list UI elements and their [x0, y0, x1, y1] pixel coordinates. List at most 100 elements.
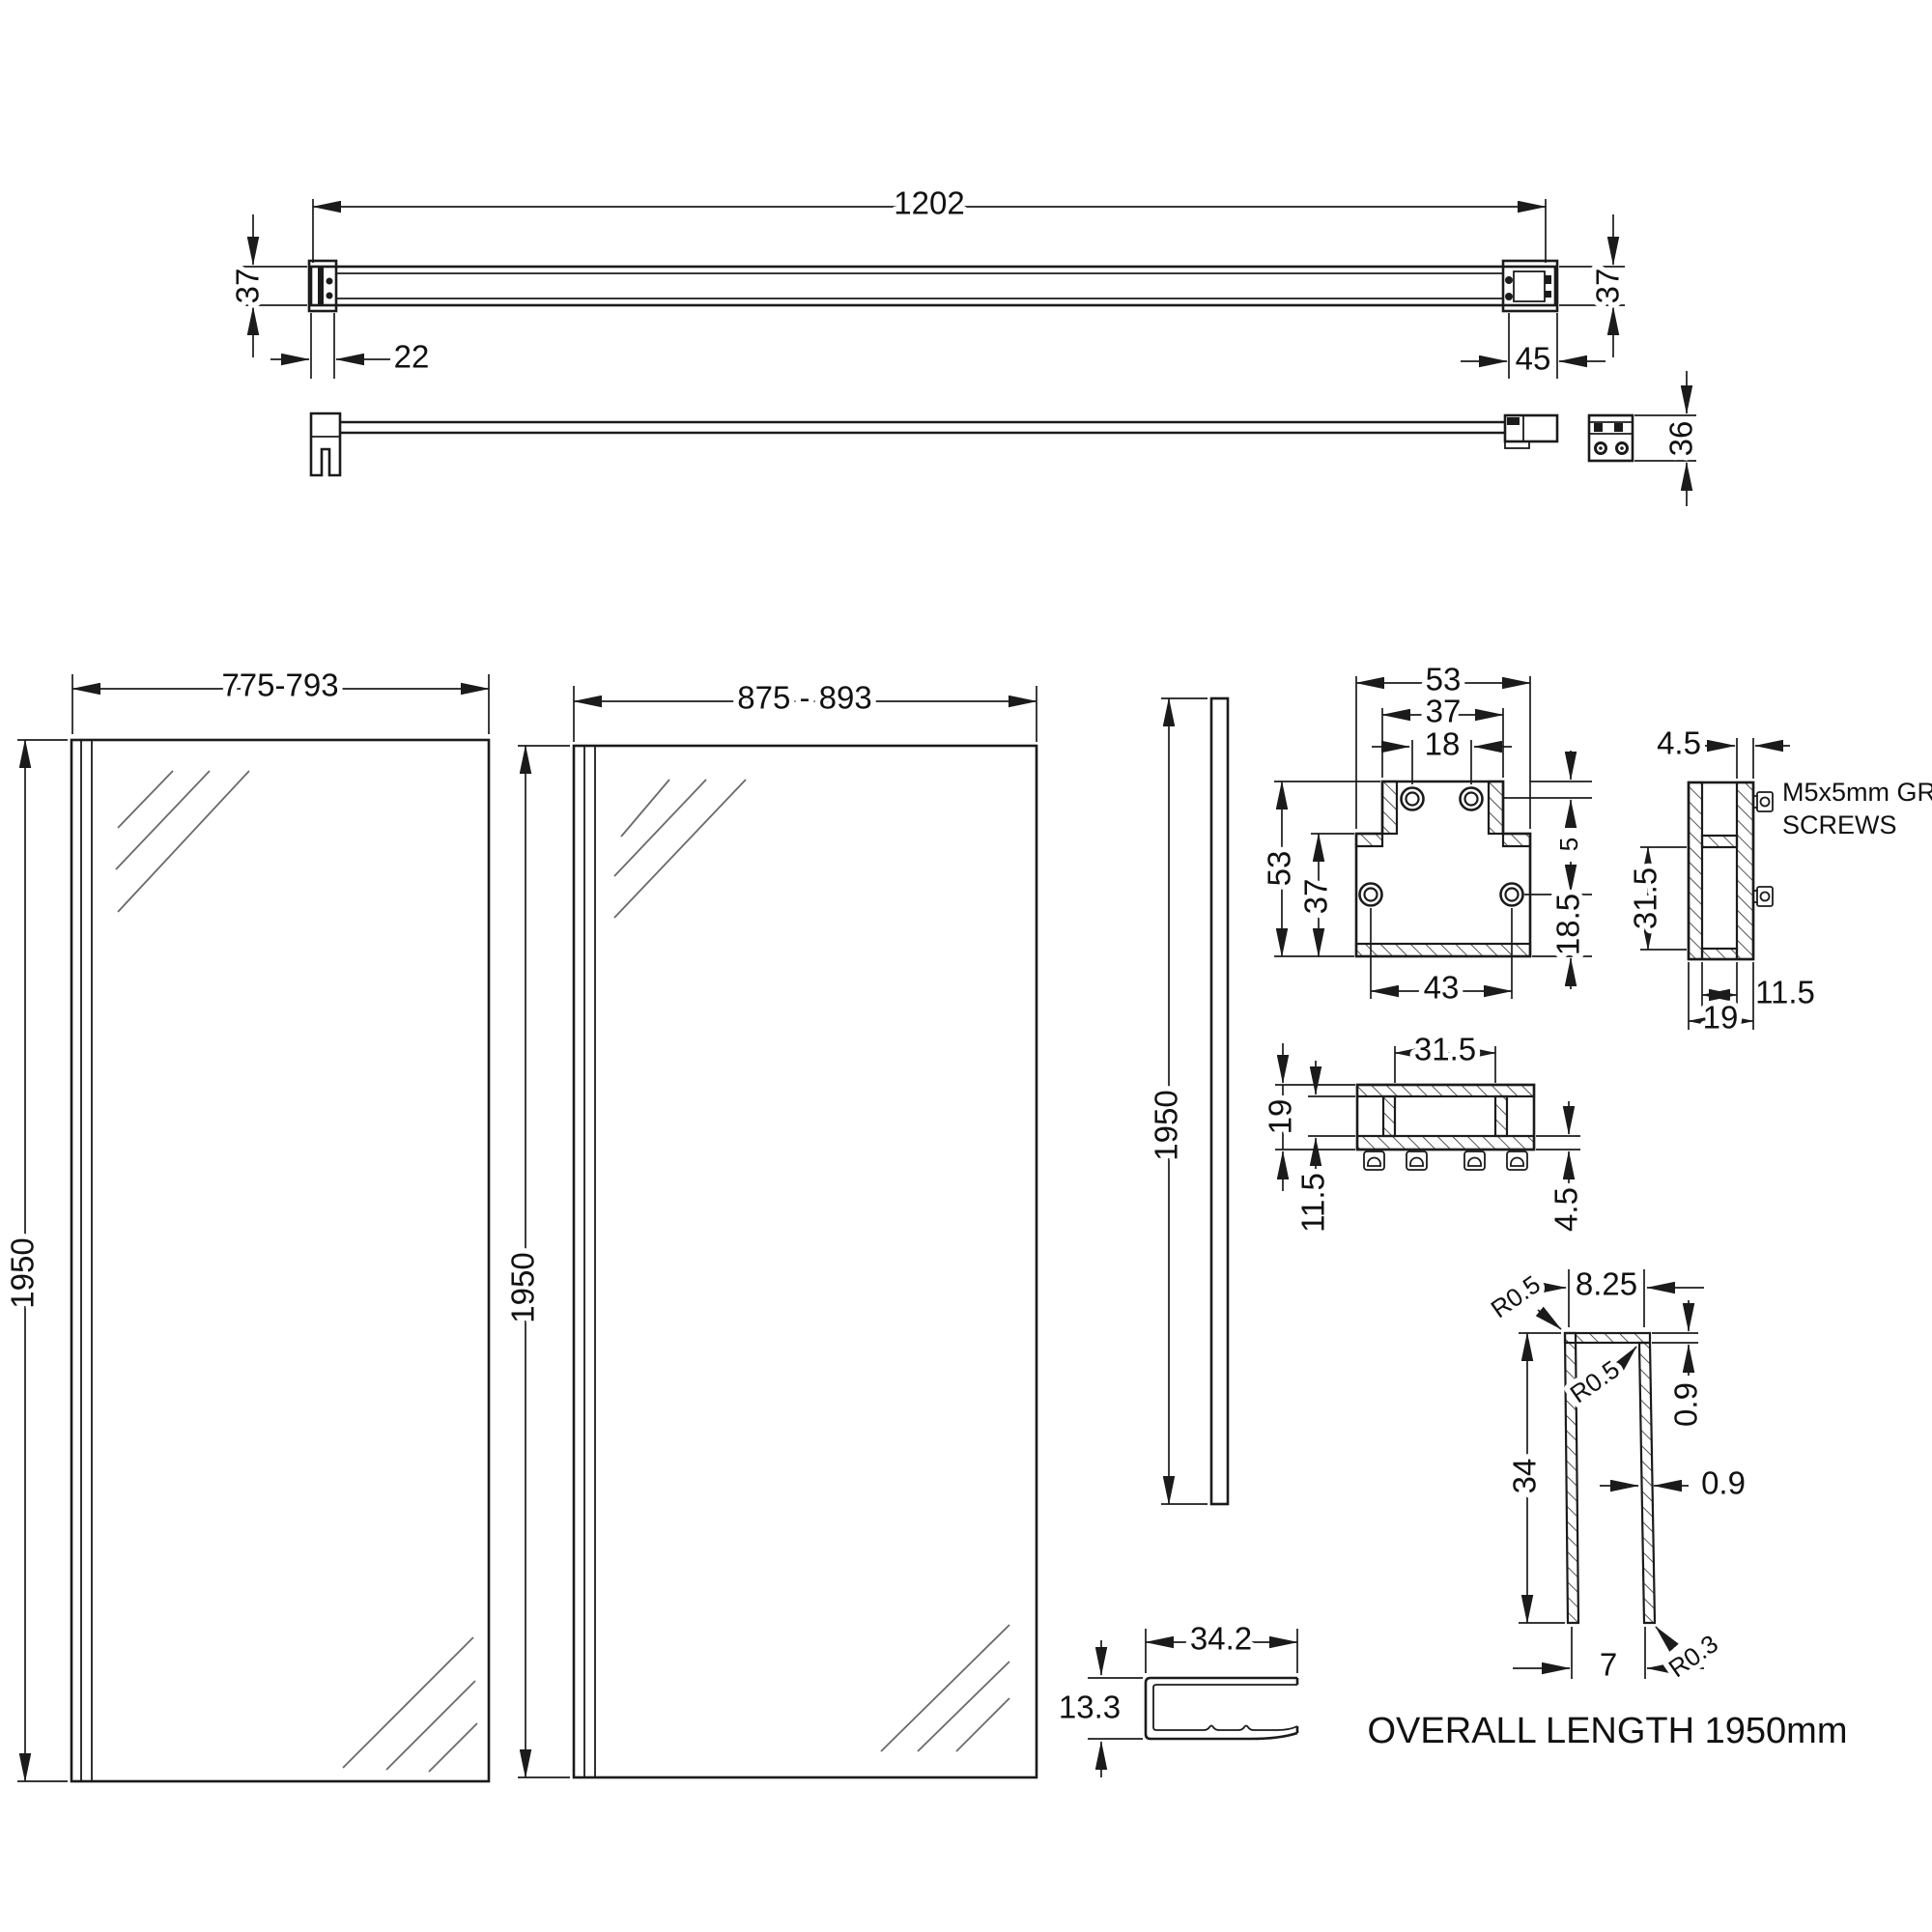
dim-label-tee-outer-height: 53: [1262, 851, 1297, 887]
dim-tee-outer-width: 53: [1355, 656, 1531, 829]
dim-bracket-wall: 4.5: [1536, 1101, 1589, 1236]
grub-screws-note: M5x5mm GRUB SCREWS: [1777, 773, 1932, 845]
dim-panel-a-height: 1950: [0, 739, 68, 1782]
dim-bar-height-right: 37: [1559, 214, 1631, 357]
dim-label-bracket-inner-width: 31.5: [1414, 1032, 1476, 1067]
dim-label-bracket-side-inner-width: 11.5: [1755, 975, 1815, 1010]
dim-end-section-height: 36: [1634, 371, 1704, 506]
dim-label-deflector-top-thickness: 0.9: [1668, 1382, 1704, 1427]
screw-hole: [1358, 882, 1383, 907]
dim-deflector-height: 34: [1501, 1332, 1565, 1624]
dim-label-tee-outer-width: 53: [1426, 662, 1462, 697]
dim-label-tee-screw-gap-top: 18: [1425, 726, 1461, 762]
dim-label-panel-a-width: 775-793: [221, 668, 338, 703]
dim-label-bracket-inner-height: 11.5: [1295, 1173, 1331, 1233]
dim-label-wall-end-width: 22: [394, 339, 430, 375]
dim-deflector-top-width: 8.25: [1509, 1261, 1704, 1327]
grub-screw-head: [1406, 1151, 1428, 1171]
dim-label-bracket-side-wall: 4.5: [1657, 725, 1701, 761]
dim-label-pivot-end-width: 45: [1516, 341, 1551, 377]
dim-channel-height: 13.3: [1053, 1640, 1143, 1777]
wall-bracket-side-section: 4.5 M5x5mm GRUB SCREWS 31.5 11.5 19: [1622, 720, 1932, 1040]
dim-bracket-height: 19: [1257, 1043, 1355, 1191]
dim-label-panel-b-height: 1950: [505, 1252, 541, 1322]
dim-wall-end-width: 22: [270, 313, 435, 380]
radius-callout-bottom: R0.3: [1655, 1624, 1728, 1689]
dim-tee-screw-gap-top: 18: [1372, 721, 1512, 784]
dim-label-deflector-top-width: 8.25: [1576, 1266, 1637, 1302]
dim-panel-a-width: 775-793: [71, 662, 490, 734]
support-bar-plan-view: 1202 37 22 45: [224, 180, 1631, 382]
dim-label-bar-height-left: 37: [230, 269, 266, 304]
dim-tee-stem-width: 37: [1381, 688, 1504, 778]
dim-label-tee-stem-width: 37: [1426, 694, 1462, 729]
glass-shine-marks: [115, 770, 478, 1773]
glass-panel-a: 775-793 1950: [0, 662, 491, 1783]
dim-label-tee-top-wall: 5: [1554, 838, 1583, 851]
dim-label-panel-b-width: 875 - 893: [737, 680, 871, 716]
dim-post-height: 1950: [1143, 697, 1208, 1505]
dim-label-channel-width: 34.2: [1190, 1621, 1252, 1657]
dim-label-end-section-height: 36: [1663, 421, 1699, 457]
pivot-end-side: [1503, 413, 1559, 449]
dim-label-tee-body-height: 37: [1298, 879, 1334, 915]
dim-label-tee-screw-offset-bottom: 18.5: [1550, 894, 1586, 955]
grub-screw-head: [1463, 1151, 1486, 1171]
screw-hole: [1499, 882, 1524, 907]
screw-hole: [1459, 786, 1484, 811]
dim-bracket-side-inner-height: 31.5: [1622, 846, 1687, 951]
dim-label-bracket-wall: 4.5: [1548, 1187, 1584, 1232]
dim-pivot-end-width: 45: [1461, 313, 1605, 382]
glass-channel-section: 34.2 13.3: [1053, 1615, 1299, 1777]
dim-label-bracket-side-width: 19: [1703, 1000, 1739, 1036]
dim-tee-outer-height: 53: [1256, 781, 1380, 957]
dim-bracket-inner-height: 11.5: [1290, 1061, 1355, 1237]
glass-panel-b: 875 - 893 1950: [499, 674, 1038, 1779]
dim-panel-b-width: 875 - 893: [573, 674, 1037, 742]
support-post-front-view: 1950: [1143, 696, 1230, 1506]
dim-label-deflector-height: 34: [1507, 1459, 1543, 1494]
glass-shine-marks: [613, 779, 1010, 1752]
dim-bracket-side-width: 19: [1688, 962, 1754, 1040]
dim-label-bracket-height: 19: [1263, 1099, 1298, 1135]
dim-label-bar-length: 1202: [894, 185, 964, 221]
pivot-end-cap-plan: [1501, 259, 1559, 313]
wall-end-cap-plan: [307, 259, 338, 313]
screw-hole: [1400, 786, 1425, 811]
dim-bracket-side-wall: 4.5: [1652, 720, 1790, 779]
dim-bracket-inner-width: 31.5: [1394, 1026, 1496, 1083]
note-grub-screws-line1: M5x5mm GRUB: [1782, 778, 1932, 807]
dim-label-bar-height-right: 37: [1590, 269, 1626, 304]
support-bar-side-view: 36: [309, 371, 1704, 506]
wall-clamp-side: [309, 412, 342, 477]
dim-label-post-height: 1950: [1149, 1090, 1184, 1160]
dim-bar-length: 1202: [312, 180, 1547, 263]
tee-bracket-section: 53 37 18 53 37: [1256, 656, 1592, 1010]
note-grub-screws-line2: SCREWS: [1782, 810, 1897, 839]
radius-label-top: R0.5: [1486, 1269, 1546, 1323]
dim-tee-screw-offset-bottom: 18.5: [1524, 862, 1592, 989]
dim-label-panel-a-height: 1950: [5, 1237, 41, 1308]
wall-bracket-plan-section: 31.5 19 11.5 4.5: [1257, 1026, 1589, 1237]
deflector-profile-section: 8.25 R0.5 R0.5 0.9 34 0.9: [1362, 1261, 1853, 1756]
dim-label-deflector-wall-thickness: 0.9: [1701, 1465, 1746, 1501]
dim-panel-b-height: 1950: [499, 745, 570, 1778]
dim-label-tee-screw-gap-bottom: 43: [1424, 970, 1460, 1006]
overall-length-note: OVERALL LENGTH 1950mm: [1368, 1711, 1848, 1751]
dim-label-bracket-side-inner-height: 31.5: [1628, 867, 1663, 929]
dim-deflector-top-thickness: 0.9: [1652, 1300, 1709, 1432]
grub-screw-side: [1753, 886, 1774, 907]
dim-deflector-wall-thickness: 0.9: [1600, 1460, 1750, 1506]
dim-tee-screw-gap-bottom: 43: [1370, 908, 1513, 1010]
grub-screw-side: [1753, 791, 1774, 812]
radius-callout-top: R0.5: [1480, 1264, 1562, 1330]
dim-channel-width: 34.2: [1145, 1615, 1298, 1673]
dim-bar-height-left: 37: [224, 214, 307, 357]
grub-screw-head: [1506, 1151, 1528, 1171]
radius-label-bottom: R0.3: [1663, 1629, 1723, 1683]
dim-label-channel-height: 13.3: [1059, 1690, 1121, 1725]
grub-screw-head: [1363, 1151, 1385, 1171]
dim-label-deflector-bottom-width: 7: [1600, 1647, 1617, 1683]
